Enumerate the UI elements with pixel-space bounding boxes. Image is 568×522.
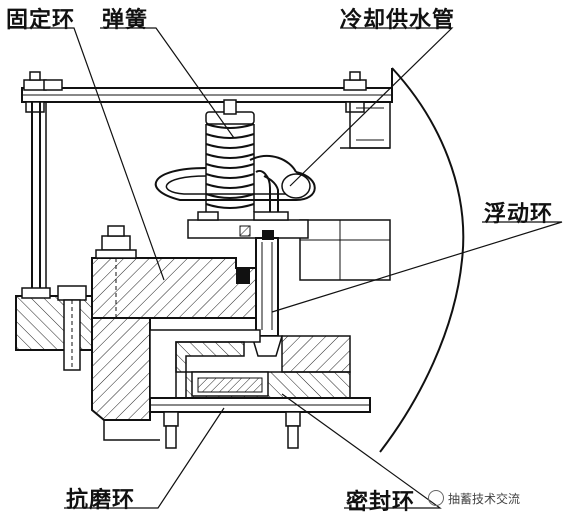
- spring: [205, 99, 255, 212]
- cooling-pipe-label: 冷却供水管: [340, 8, 456, 33]
- floating-ring-label: 浮动环: [484, 202, 554, 227]
- wear-ring-label: 抗磨环: [66, 488, 136, 513]
- bottom-right-bolt: [285, 411, 301, 449]
- leader-cooling-pipe: [289, 27, 454, 187]
- top-cover-plate: [21, 87, 393, 103]
- bottom-left-bolt: [163, 411, 179, 449]
- leader-wear-ring: [64, 407, 225, 509]
- spring-base-fitting: [187, 211, 309, 239]
- watermark-text: 抽蓄技术交流: [448, 492, 521, 506]
- leader-lines: [10, 27, 563, 509]
- top-mid-bolt: [43, 79, 63, 91]
- leader-spring: [100, 27, 235, 139]
- seal-ring-label: 密封环: [346, 490, 416, 515]
- watermark: 抽蓄技术交流: [428, 490, 520, 507]
- chat-bubble-icon: [428, 490, 444, 506]
- top-left-bolt: [23, 71, 47, 113]
- seal-ring: [191, 371, 269, 397]
- leader-fixed-ring: [10, 27, 165, 281]
- outer-housing-curve: [379, 67, 465, 453]
- fixed-ring-label: 固定环: [6, 8, 76, 33]
- wear-ring: [149, 397, 371, 413]
- leader-floating-ring: [271, 221, 563, 313]
- top-right-bolt: [343, 71, 367, 113]
- spring-label: 弹簧: [102, 8, 149, 33]
- fixed-ring: [91, 257, 263, 319]
- cooling-water-pipe: [154, 154, 316, 216]
- leader-seal-ring: [281, 393, 442, 509]
- fixed-ring-bolt: [95, 225, 137, 318]
- left-flange: [15, 285, 93, 371]
